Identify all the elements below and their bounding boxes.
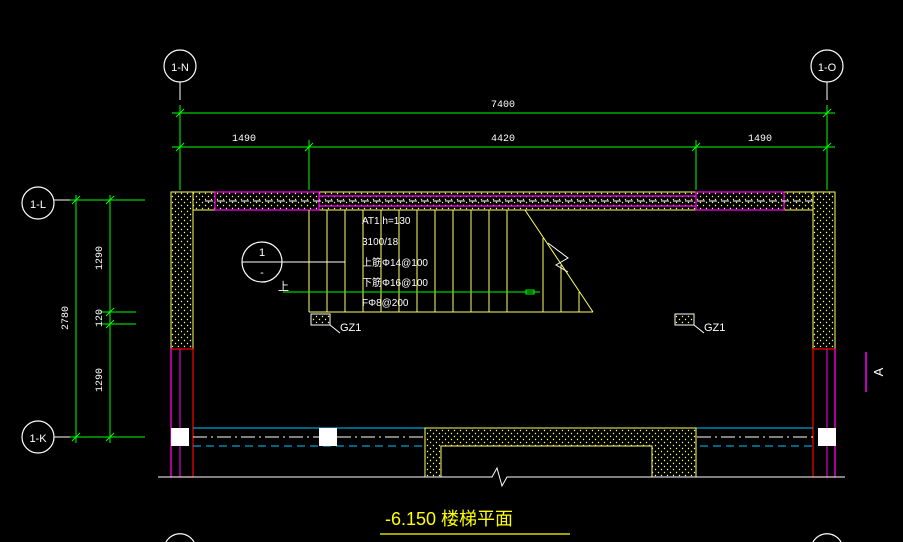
stair-direction-arrow (283, 289, 540, 295)
section-cut-a: A (865, 352, 886, 392)
grid-bubble-left-top: 1-L (21, 186, 145, 220)
ground-line (158, 466, 845, 488)
grid-label-1-N: 1-N (171, 62, 189, 74)
up-mark: 上 (278, 280, 289, 293)
side-lower-walls (170, 348, 836, 478)
top-beams (214, 191, 785, 211)
grid-label-1-O: 1-O (818, 62, 837, 74)
grid-label-1-L: 1-L (30, 199, 46, 211)
section-marker: 1 - (241, 241, 345, 283)
walls (170, 191, 836, 350)
dim-seg-left: 1490 (232, 134, 256, 145)
column-gz1-right: GZ1 (674, 313, 725, 334)
dim-h-mid: 120 (95, 309, 106, 327)
grid-bubble-top-right: 1-O (810, 49, 844, 100)
column-label-right: GZ1 (704, 322, 725, 334)
grid-bubble-bottom-left (165, 533, 195, 542)
section-marker-top: 1 (259, 247, 265, 259)
stair-treads (308, 209, 594, 313)
dim-h-bottom: 1290 (95, 368, 106, 392)
dim-seg-right: 1490 (748, 134, 772, 145)
dim-h-top: 1290 (95, 246, 106, 270)
stair-note-line3: 上筋Φ14@100 (362, 256, 428, 269)
dim-overall-width: 7400 (491, 100, 515, 111)
column-gz1-left: GZ1 (310, 313, 361, 334)
stair-note-line5: FΦ8@200 (362, 298, 409, 309)
grid-label-1-K: 1-K (29, 433, 47, 445)
dim-seg-mid: 4420 (491, 134, 515, 145)
stair-note-line4: 下筋Φ16@100 (362, 276, 428, 289)
section-marker-bottom: - (260, 267, 264, 279)
stair-note-line2: 3100/18 (362, 237, 399, 248)
stair-break-symbol (547, 242, 569, 273)
section-cut-label: A (871, 367, 886, 376)
stair-note-line1: AT1,h=130 (362, 216, 411, 227)
column-label-left: GZ1 (340, 322, 361, 334)
grid-bubble-bottom-right (812, 533, 842, 542)
left-dimensions (70, 195, 145, 443)
stair-note: AT1,h=130 3100/18 上筋Φ14@100 下筋Φ16@100 FΦ… (362, 216, 428, 309)
grid-bubble-top-left: 1-N (163, 49, 197, 100)
dim-overall-height: 2780 (61, 306, 72, 330)
bottom-platform-wall (424, 427, 697, 478)
top-dimensions (172, 105, 835, 190)
drawing-title: -6.150 楼梯平面 (380, 509, 570, 535)
drawing-title-text: -6.150 楼梯平面 (385, 509, 513, 529)
